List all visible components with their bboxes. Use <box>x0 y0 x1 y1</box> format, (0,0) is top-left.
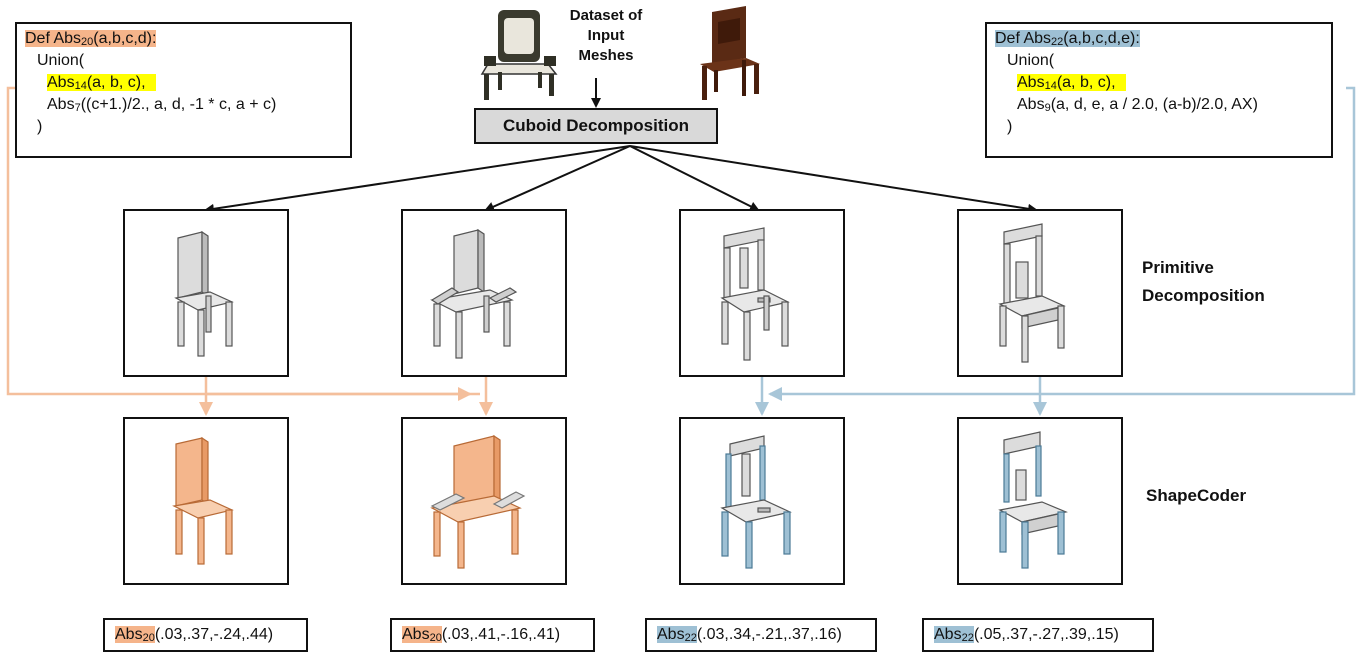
cuboid-decomposition-box: Cuboid Decomposition <box>474 108 718 144</box>
program-right-def: Def Abs22(a,b,c,d,e): <box>995 28 1323 50</box>
program-right-line2: Abs9(a, d, e, a / 2.0, (a-b)/2.0, AX) <box>1017 96 1258 114</box>
call-box-1: Abs20(.03,.37,-.24,.44) <box>103 618 308 652</box>
dataset-label: Dataset of Input Meshes <box>560 6 652 66</box>
shapecoder-label: ShapeCoder <box>1146 486 1247 505</box>
program-right-line1: Abs14(a, b, c), <box>995 72 1323 94</box>
call-box-2: Abs20(.03,.41,-.16,.41) <box>390 618 595 652</box>
dataset-label-line2: Input Meshes <box>578 27 634 64</box>
program-left-def-highlight: Def Abs20(a,b,c,d): <box>25 30 157 48</box>
primitive-chair-1 <box>174 230 234 357</box>
program-left-close: ) <box>37 118 43 135</box>
shapecoder-chair-2 <box>430 434 526 569</box>
shapecoder-chair-1 <box>172 436 234 565</box>
orange-connector <box>6 86 493 416</box>
primitive-chair-3 <box>720 227 790 361</box>
shapecoder-chair-4 <box>998 431 1068 569</box>
input-chair-wooden <box>700 6 760 100</box>
program-left-line2: Abs7((c+1.)/2., a, d, -1 * c, a + c) <box>47 96 277 114</box>
program-left-union: Union( <box>37 52 85 69</box>
blue-connector <box>755 86 1356 416</box>
program-right: Def Abs22(a,b,c,d,e): Union( Abs14(a, b,… <box>985 22 1333 158</box>
program-left-line1: Abs14(a, b, c), <box>25 72 342 94</box>
call-box-4: Abs22(.05,.37,-.27,.39,.15) <box>922 618 1154 652</box>
call-box-3: Abs22(.03,.34,-.21,.37,.16) <box>645 618 877 652</box>
shapecoder-chair-3 <box>720 435 792 569</box>
primitive-decomposition-label: Primitive Decomposition <box>1142 258 1265 305</box>
program-right-union: Union( <box>1007 52 1055 69</box>
program-left: Def Abs20(a,b,c,d): Union( Abs14(a, b, c… <box>15 22 352 158</box>
program-left-def: Def Abs20(a,b,c,d): <box>25 28 342 50</box>
input-chair-armchair <box>480 10 558 100</box>
primitive-chair-2 <box>430 228 518 359</box>
program-right-close: ) <box>1007 118 1013 135</box>
program-right-def-highlight: Def Abs22(a,b,c,d,e): <box>995 30 1140 48</box>
primitive-chair-4 <box>998 223 1066 363</box>
dataset-label-line1: Dataset of <box>569 7 643 24</box>
